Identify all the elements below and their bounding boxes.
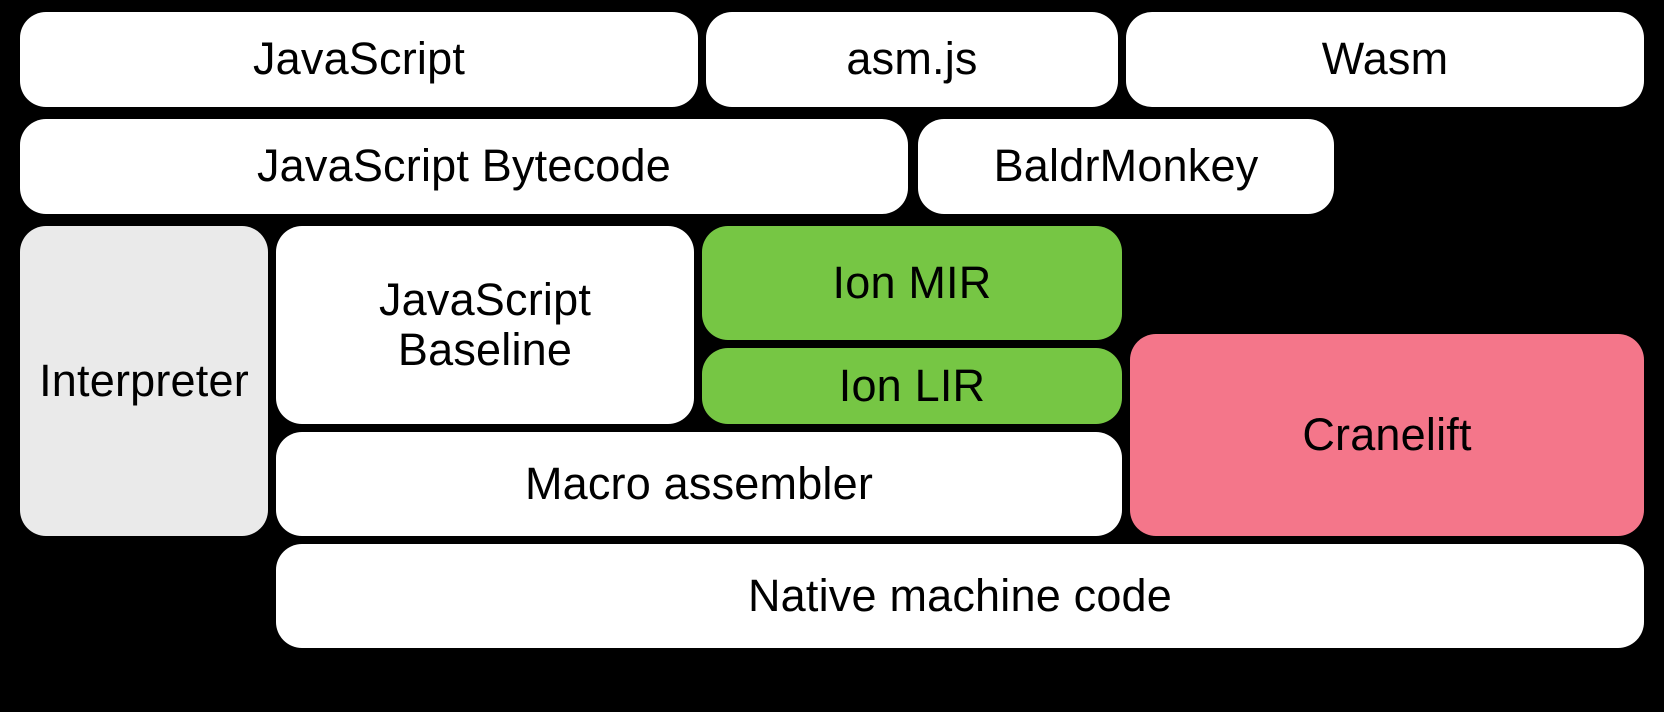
node-javascript-bytecode[interactable]: JavaScript Bytecode — [20, 119, 908, 214]
node-javascript[interactable]: JavaScript — [20, 12, 698, 107]
node-native-machine-code[interactable]: Native machine code — [276, 544, 1644, 648]
node-macro-assembler[interactable]: Macro assembler — [276, 432, 1122, 536]
node-wasm[interactable]: Wasm — [1126, 12, 1644, 107]
node-ion-lir[interactable]: Ion LIR — [702, 348, 1122, 424]
node-interpreter[interactable]: Interpreter — [20, 226, 268, 536]
node-asm-js[interactable]: asm.js — [706, 12, 1118, 107]
node-javascript-baseline[interactable]: JavaScript Baseline — [276, 226, 694, 424]
node-cranelift[interactable]: Cranelift — [1130, 334, 1644, 536]
node-baldrmonkey[interactable]: BaldrMonkey — [918, 119, 1334, 214]
node-ion-mir[interactable]: Ion MIR — [702, 226, 1122, 340]
